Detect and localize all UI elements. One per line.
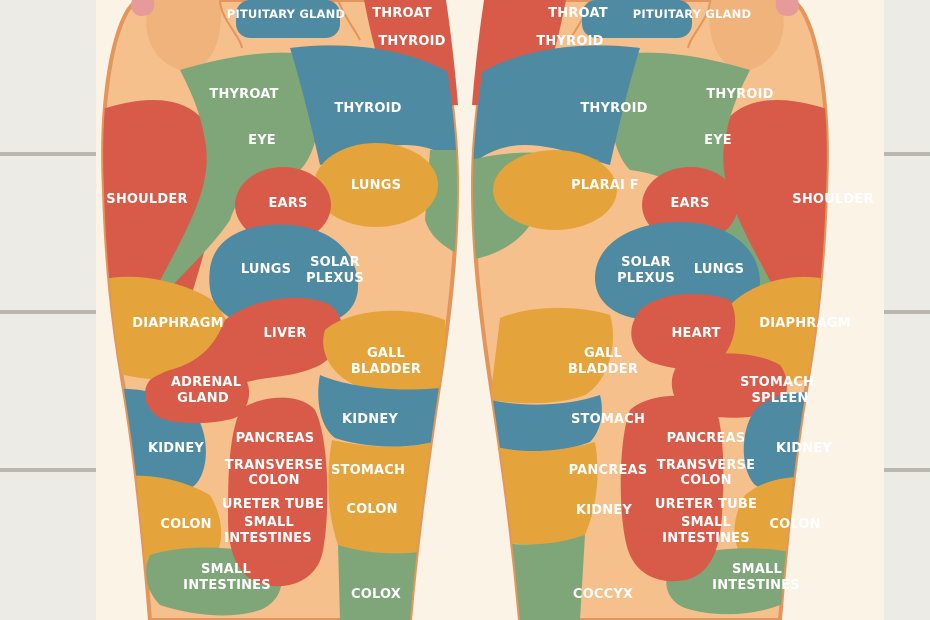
label-right-stomach: STOMACH — [571, 412, 645, 427]
label-left-lungs-upper: LUNGS — [351, 178, 401, 193]
label-right-stomach-spleen-2: SPLEEN — [751, 391, 808, 406]
label-right-gall-bladder-1: GALL — [584, 346, 622, 361]
label-left-transverse-2: COLON — [248, 473, 299, 488]
label-left-kidney-side: KIDNEY — [148, 441, 204, 456]
label-left-solar-plexus-2: PLEXUS — [306, 271, 364, 286]
label-right-heart: HEART — [671, 326, 720, 341]
label-left-liver: LIVER — [263, 326, 306, 341]
label-left-ureter-3: INTESTINES — [224, 531, 312, 546]
label-left-ureter-2: SMALL — [244, 515, 294, 530]
label-left-thyroat: THYROAT — [209, 87, 278, 102]
label-left-small-intestines-2: INTESTINES — [183, 578, 271, 593]
label-left-gall-bladder-2: BLADDER — [351, 362, 421, 377]
label-right-colon: COLON — [769, 517, 820, 532]
label-right-solar-plexus-2: PLEXUS — [617, 271, 675, 286]
label-right-ureter-1: URETER TUBE — [655, 497, 757, 512]
label-left-adrenal-2: GLAND — [177, 391, 229, 406]
label-right-thyroid-green: THYROID — [706, 87, 773, 102]
label-right-kidney-side: KIDNEY — [776, 441, 832, 456]
label-right-small-intestines-1: SMALL — [732, 562, 782, 577]
label-right-pancreas: PANCREAS — [667, 431, 746, 446]
label-right-ureter-3: INTESTINES — [662, 531, 750, 546]
label-left-ureter-1: URETER TUBE — [222, 497, 324, 512]
label-left-thyroid: THYROID — [334, 101, 401, 116]
left-pancreas-zone — [228, 398, 327, 587]
label-right-ears: EARS — [670, 196, 709, 211]
label-left-transverse-1: TRANSVERSE — [225, 458, 323, 473]
label-left-eye: EYE — [248, 133, 276, 148]
label-left-kidney: KIDNEY — [342, 412, 398, 427]
label-right-eye: EYE — [704, 133, 732, 148]
label-left-shoulder: SHOULDER — [106, 192, 187, 207]
label-left-thyroid-toe: THYROID — [378, 34, 445, 49]
label-right-coccyx: COCCYX — [573, 587, 633, 602]
label-left-ears: EARS — [268, 196, 307, 211]
label-right-transverse-2: COLON — [680, 473, 731, 488]
label-right-kidney: KIDNEY — [576, 503, 632, 518]
label-right-stomach-spleen-1: STOMACH — [740, 375, 814, 390]
label-right-pancreas-center: PANCREAS — [569, 463, 648, 478]
label-right-ureter-2: SMALL — [681, 515, 731, 530]
label-left-gall-bladder-1: GALL — [367, 346, 405, 361]
label-right-solar-plexus-1: SOLAR — [621, 255, 671, 270]
label-left-colon-side: COLON — [160, 517, 211, 532]
label-right-thyroid-toe: THYROID — [536, 34, 603, 49]
label-left-adrenal-1: ADRENAL — [171, 375, 241, 390]
right-coccyx-zone — [490, 535, 585, 620]
label-left-colox: COLOX — [351, 587, 401, 602]
label-left-stomach: STOMACH — [331, 463, 405, 478]
label-left-pancreas: PANCREAS — [236, 431, 315, 446]
label-left-colon: COLON — [346, 502, 397, 517]
label-right-lungs: LUNGS — [694, 262, 744, 277]
label-left-pituitary-gland: PITUITARY GLAND — [227, 7, 345, 21]
label-left-lungs: LUNGS — [241, 262, 291, 277]
label-left-solar-plexus-1: SOLAR — [310, 255, 360, 270]
label-right-plarai-f: PLARAI F — [571, 178, 639, 193]
label-left-throat: THROAT — [372, 6, 432, 21]
left-colox-zone — [338, 545, 440, 620]
label-right-throat: THROAT — [548, 6, 608, 21]
label-left-diaphragm: DIAPHRAGM — [132, 316, 224, 331]
label-right-gall-bladder-2: BLADDER — [568, 362, 638, 377]
label-right-pituitary-gland: PITUITARY GLAND — [633, 7, 751, 21]
label-right-transverse-1: TRANSVERSE — [657, 458, 755, 473]
label-right-small-intestines-2: INTESTINES — [712, 578, 800, 593]
label-right-shoulder: SHOULDER — [792, 192, 873, 207]
label-right-thyroid-blue: THYROID — [580, 101, 647, 116]
right-pancreas-center-zone — [490, 442, 598, 545]
label-right-diaphragm: DIAPHRAGM — [759, 316, 851, 331]
label-left-small-intestines-1: SMALL — [201, 562, 251, 577]
